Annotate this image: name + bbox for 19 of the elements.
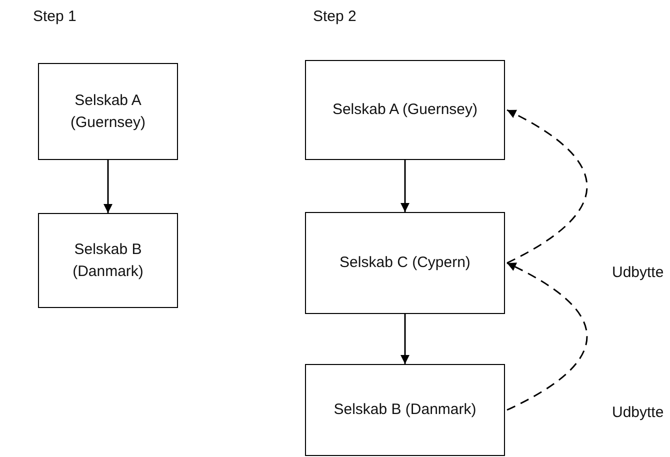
entity-name: Selskab A (Guernsey) [69, 90, 147, 132]
dashed-arrow [506, 262, 588, 411]
arrow [400, 314, 410, 364]
step-label: Step 1 [33, 8, 76, 25]
dashed-arrow [506, 109, 588, 264]
edge-label: Udbytte [612, 264, 664, 281]
arrow [400, 160, 410, 212]
entity-box [305, 60, 505, 160]
arrow [104, 160, 112, 213]
entity-name: Selskab B (Danmark) [72, 240, 144, 282]
entity-name: Selskab C (Cypern) [340, 253, 470, 274]
entity-name: Selskab A (Guernsey) [332, 100, 478, 120]
entity-name: Selskab B (Danmark) [334, 400, 476, 420]
entity-box [305, 212, 505, 314]
entity-box [38, 63, 178, 160]
entity-box [38, 213, 178, 308]
entity-box [305, 364, 505, 456]
step-label: Step 2 [313, 8, 356, 25]
edge-label: Udbytte [612, 404, 664, 421]
